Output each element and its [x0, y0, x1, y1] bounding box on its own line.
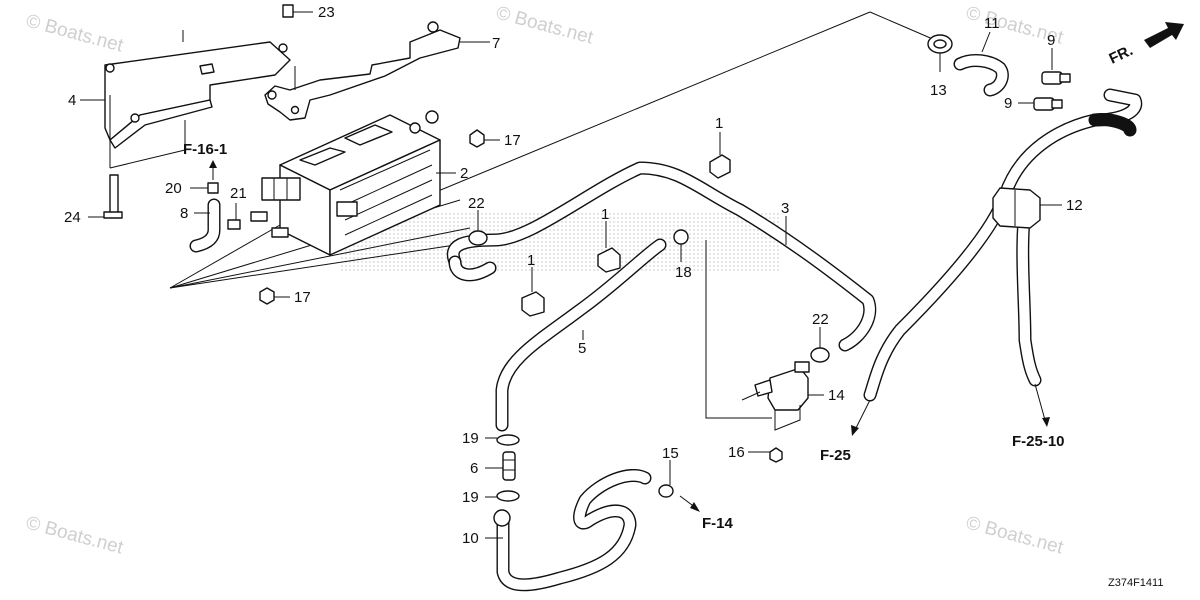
watermark: © Boats.net — [964, 513, 1066, 559]
callout-label: 17 — [294, 289, 311, 306]
watermark: © Boats.net — [24, 11, 126, 57]
reference-label: F-25-10 — [1012, 433, 1065, 450]
hose-11 — [953, 54, 1009, 97]
leader-lines — [169, 11, 936, 419]
callout-numbers: 23 7 4 2 17 17 20 21 8 24 22 1 1 1 3 18 … — [64, 4, 1083, 547]
callout-label: 14 — [828, 387, 845, 404]
arrowheads — [209, 160, 1050, 512]
callout-label: 7 — [492, 35, 500, 52]
callout-label: 17 — [504, 132, 521, 149]
hose-5 — [495, 238, 667, 432]
joint-6 — [502, 451, 516, 481]
bracket-7 — [264, 21, 461, 121]
callout-label: 11 — [984, 15, 1000, 32]
canister-2 — [250, 110, 441, 256]
callout-label: 9 — [1047, 32, 1055, 49]
callout-label: 6 — [470, 460, 478, 477]
callout-label: 1 — [601, 206, 609, 223]
callout-label: 8 — [180, 205, 188, 222]
valve-14 — [741, 361, 810, 431]
callout-label: 10 — [462, 530, 479, 547]
hose-10 — [496, 469, 652, 592]
callout-label: 2 — [460, 165, 468, 182]
callout-label: 1 — [527, 252, 535, 269]
callout-label: 1 — [715, 115, 723, 132]
callout-label: 3 — [781, 200, 789, 217]
bracket-plate-4 — [104, 30, 291, 169]
small-parts — [103, 4, 830, 527]
callout-label: 16 — [728, 444, 745, 461]
callout-label: 23 — [318, 4, 335, 21]
hose-12 — [863, 88, 1143, 402]
watermark-band — [340, 212, 780, 272]
reference-label: F-14 — [702, 515, 734, 532]
front-arrow-icon — [1144, 22, 1184, 48]
callout-label: 15 — [662, 445, 679, 462]
hose-3 — [446, 161, 877, 352]
callout-label: 21 — [230, 185, 247, 202]
plug-9 — [1033, 71, 1071, 111]
callout-label: 13 — [930, 82, 947, 99]
diagram-code: Z374F1411 — [1108, 577, 1163, 589]
callout-label: 19 — [462, 489, 479, 506]
clamp-13 — [927, 34, 953, 54]
callout-label: 24 — [64, 209, 81, 226]
watermark: © Boats.net — [494, 3, 596, 49]
callout-label: 22 — [468, 195, 485, 212]
callout-leaders — [80, 11, 1062, 539]
callout-label: 20 — [165, 180, 182, 197]
callout-label: 18 — [675, 264, 692, 281]
callout-label: 22 — [812, 311, 829, 328]
callout-label: 12 — [1066, 197, 1083, 214]
hose-8 — [189, 198, 221, 253]
front-indicator-label: FR. — [1107, 42, 1136, 68]
callout-label: 19 — [462, 430, 479, 447]
callout-label: 5 — [578, 340, 586, 357]
reference-label: F-16-1 — [183, 141, 227, 158]
reference-label: F-25 — [820, 447, 851, 464]
callout-label: 4 — [68, 92, 76, 109]
watermark: © Boats.net — [24, 513, 126, 559]
callout-label: 9 — [1004, 95, 1012, 112]
